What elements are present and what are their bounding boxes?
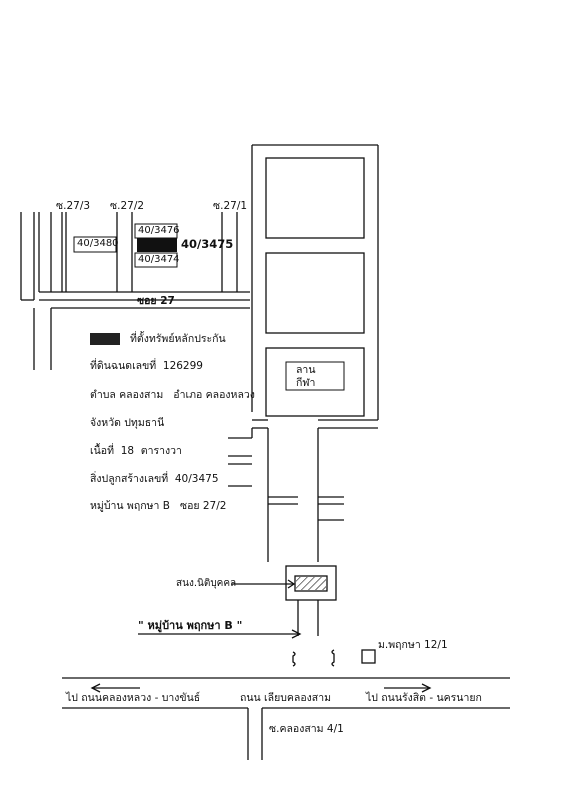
plot-3476: 40/3476 (138, 225, 180, 236)
building-label: สิ่งปลูกสร้างเลขที่ (90, 473, 169, 485)
juristic-office-hatch (296, 577, 326, 590)
moo-pruksa-marker (361, 649, 376, 664)
road-left-label: ไป ถนนคลองหลวง - บางขันธ์ (66, 692, 201, 704)
area-value: 18 (120, 445, 135, 457)
playground-label-2: กีฬา (296, 377, 316, 389)
subdistrict: ตำบล คลองสาม (90, 389, 164, 401)
village-name: หมู่บ้าน พฤกษา B (90, 500, 170, 512)
deed-line: ที่ดินฉนดเลขที่ 126299 (90, 360, 203, 372)
main-road-label: ถนน เลียบคลองสาม (240, 692, 332, 704)
village-line: หมู่บ้าน พฤกษา B ซอย 27/2 (90, 500, 226, 512)
block-1 (265, 157, 365, 239)
block-3 (265, 347, 365, 417)
building-number: 40/3475 (174, 473, 219, 485)
province: จังหวัด ปทุมธานี (90, 417, 165, 429)
plot-3475: 40/3475 (181, 237, 234, 251)
collateral-plot-marker (137, 238, 177, 252)
plot-3474: 40/3474 (138, 254, 180, 265)
legend-marker (90, 333, 120, 345)
playground-label-1: ลาน (296, 364, 316, 376)
juristic-office-label: สนง.นิติบุคคล (176, 578, 237, 589)
soi-khlongsam-label: ซ.คลองสาม 4/1 (269, 723, 344, 735)
block-2 (265, 252, 365, 334)
area-unit: ตารางวา (140, 445, 182, 457)
plot-box-3480 (73, 236, 117, 253)
district: อำเภอ คลองหลวง (173, 389, 255, 401)
plot-3480: 40/3480 (77, 238, 119, 249)
playground-box (285, 361, 345, 391)
building-line: สิ่งปลูกสร้างเลขที่ 40/3475 (90, 473, 219, 485)
soi-27-1-label: ซ.27/1 (213, 200, 248, 212)
location-line: ตำบล คลองสาม อำเภอ คลองหลวง (90, 389, 255, 401)
area-line: เนื้อที่ 18 ตารางวา (90, 445, 182, 457)
moo-pruksa-label: ม.พฤกษา 12/1 (378, 639, 448, 651)
road-right-label: ไป ถนนรังสิต - นครนายก (366, 692, 482, 704)
soi-27-2-label: ซ.27/2 (110, 200, 145, 212)
village-entrance-label: " หมู่บ้าน พฤกษา B " (138, 619, 243, 632)
deed-number: 126299 (162, 360, 203, 372)
legend-label: ที่ตั้งทรัพย์หลักประกัน (130, 333, 226, 345)
deed-label: ที่ดินฉนดเลขที่ (90, 360, 157, 372)
soi-name: ซอย 27/2 (179, 500, 227, 512)
province-line: จังหวัด ปทุมธานี (90, 417, 164, 429)
plot-box-3474 (134, 252, 178, 268)
soi-27-label: ซอย 27 (137, 295, 175, 307)
juristic-office-box (285, 565, 337, 601)
area-label: เนื้อที่ (90, 445, 114, 457)
soi-27-3-label: ซ.27/3 (56, 200, 91, 212)
